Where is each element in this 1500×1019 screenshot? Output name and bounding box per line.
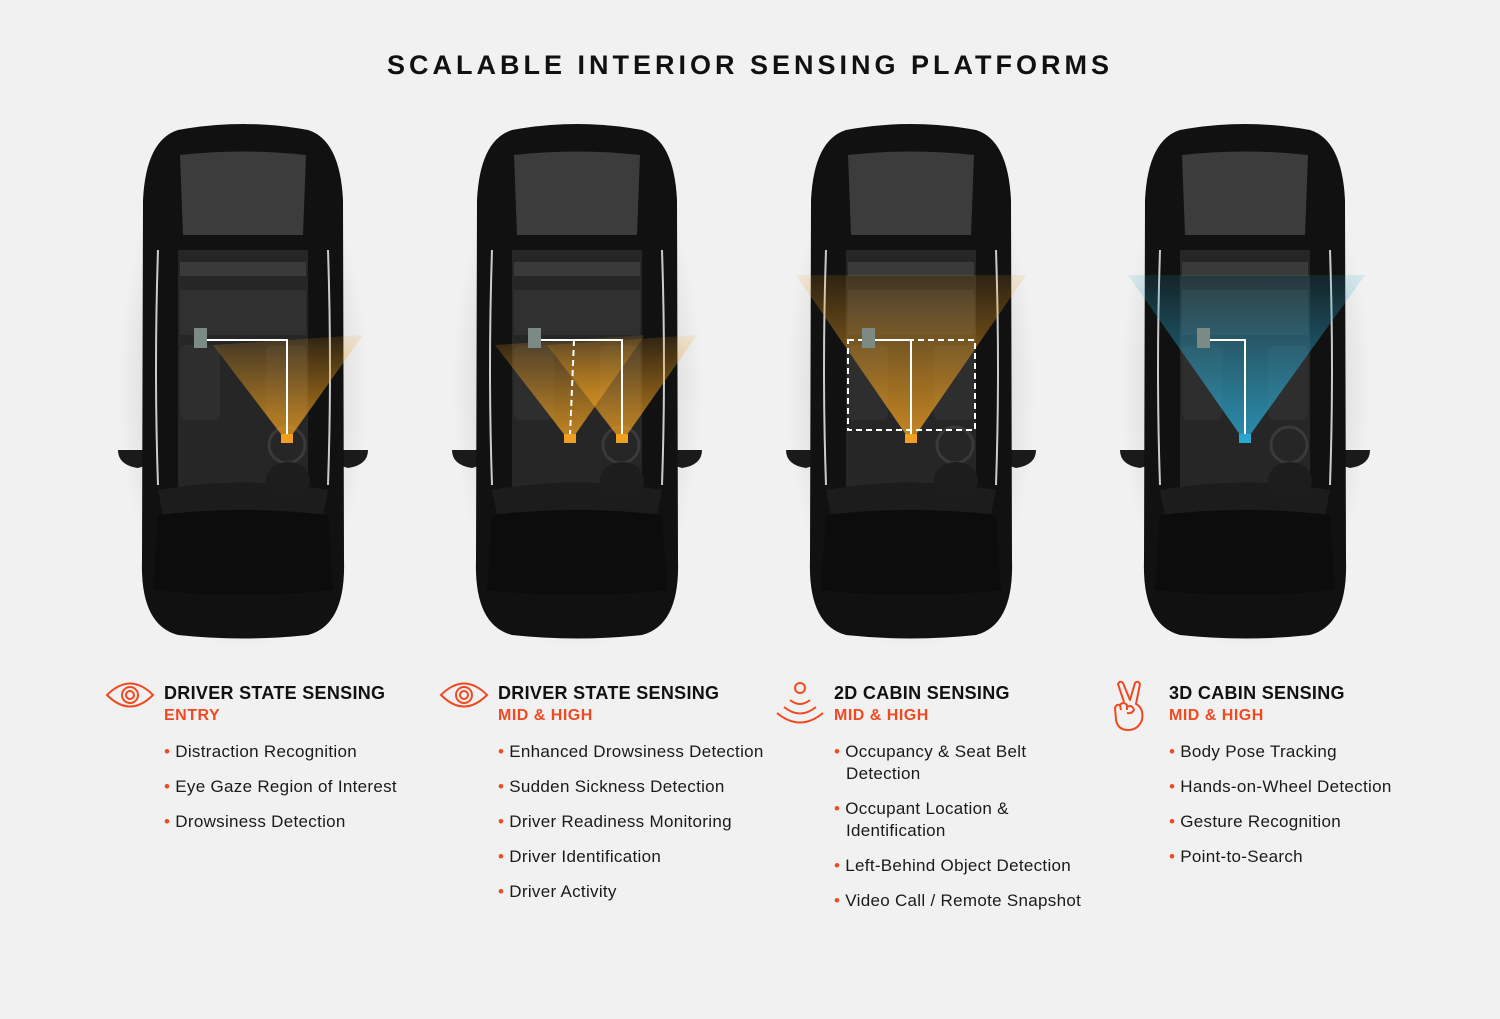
rear-window <box>514 151 640 235</box>
page-title: SCALABLE INTERIOR SENSING PLATFORMS <box>386 50 1113 80</box>
feature-item: Occupant Location & Identification <box>834 798 1104 842</box>
processor-box <box>862 328 875 348</box>
rear-window <box>180 151 306 235</box>
processor-box <box>194 328 207 348</box>
hood <box>153 510 333 595</box>
hood <box>1155 510 1335 595</box>
platform-tier: MID & HIGH <box>498 707 593 724</box>
hood <box>821 510 1001 595</box>
feature-item: Video Call / Remote Snapshot <box>834 890 1104 912</box>
connection-line <box>207 339 288 436</box>
platform-tier: MID & HIGH <box>1169 707 1264 724</box>
camera-sensor <box>564 434 576 443</box>
eye-icon <box>439 680 491 730</box>
car-top-view <box>118 115 368 655</box>
eye-icon <box>105 680 157 730</box>
feature-list: Enhanced Drowsiness DetectionSudden Sick… <box>498 741 768 916</box>
platform-title: DRIVER STATE SENSING <box>164 683 386 703</box>
car-top-view <box>452 115 702 655</box>
feature-item: Body Pose Tracking <box>1169 741 1439 763</box>
feature-item: Driver Readiness Monitoring <box>498 811 768 833</box>
car-top-view <box>1120 115 1370 655</box>
cabin-zone <box>847 339 976 431</box>
sensor-field-of-view <box>1128 275 1365 442</box>
signal-waves-icon <box>775 680 827 730</box>
platform-title: DRIVER STATE SENSING <box>498 683 720 703</box>
feature-item: Distraction Recognition <box>164 741 434 763</box>
camera-sensor <box>905 434 917 443</box>
feature-item: Sudden Sickness Detection <box>498 776 768 798</box>
camera-sensor <box>616 434 628 443</box>
connection-line <box>541 339 623 436</box>
processor-box <box>528 328 541 348</box>
connection-line <box>569 339 575 437</box>
feature-item: Hands-on-Wheel Detection <box>1169 776 1439 798</box>
feature-list: Distraction RecognitionEye Gaze Region o… <box>164 741 434 846</box>
feature-item: Gesture Recognition <box>1169 811 1439 833</box>
feature-item: Point-to-Search <box>1169 846 1439 868</box>
feature-item: Driver Activity <box>498 881 768 903</box>
rear-window <box>848 151 974 235</box>
platform-title: 2D CABIN SENSING <box>834 683 1010 703</box>
camera-sensor <box>1239 434 1251 443</box>
hood <box>487 510 667 595</box>
car-top-view <box>786 115 1036 655</box>
feature-item: Drowsiness Detection <box>164 811 434 833</box>
feature-list: Body Pose TrackingHands-on-Wheel Detecti… <box>1169 741 1439 881</box>
feature-item: Eye Gaze Region of Interest <box>164 776 434 798</box>
feature-item: Enhanced Drowsiness Detection <box>498 741 768 763</box>
rear-window <box>1182 151 1308 235</box>
feature-item: Left-Behind Object Detection <box>834 855 1104 877</box>
processor-box <box>1197 328 1210 348</box>
peace-hand-icon <box>1110 680 1162 731</box>
camera-sensor <box>281 434 293 443</box>
platform-tier: MID & HIGH <box>834 707 929 724</box>
feature-item: Occupancy & Seat Belt Detection <box>834 741 1104 785</box>
platform-tier: ENTRY <box>164 707 221 724</box>
connection-line <box>1210 339 1246 436</box>
feature-list: Occupancy & Seat Belt DetectionOccupant … <box>834 741 1104 925</box>
platform-title: 3D CABIN SENSING <box>1169 683 1345 703</box>
feature-item: Driver Identification <box>498 846 768 868</box>
